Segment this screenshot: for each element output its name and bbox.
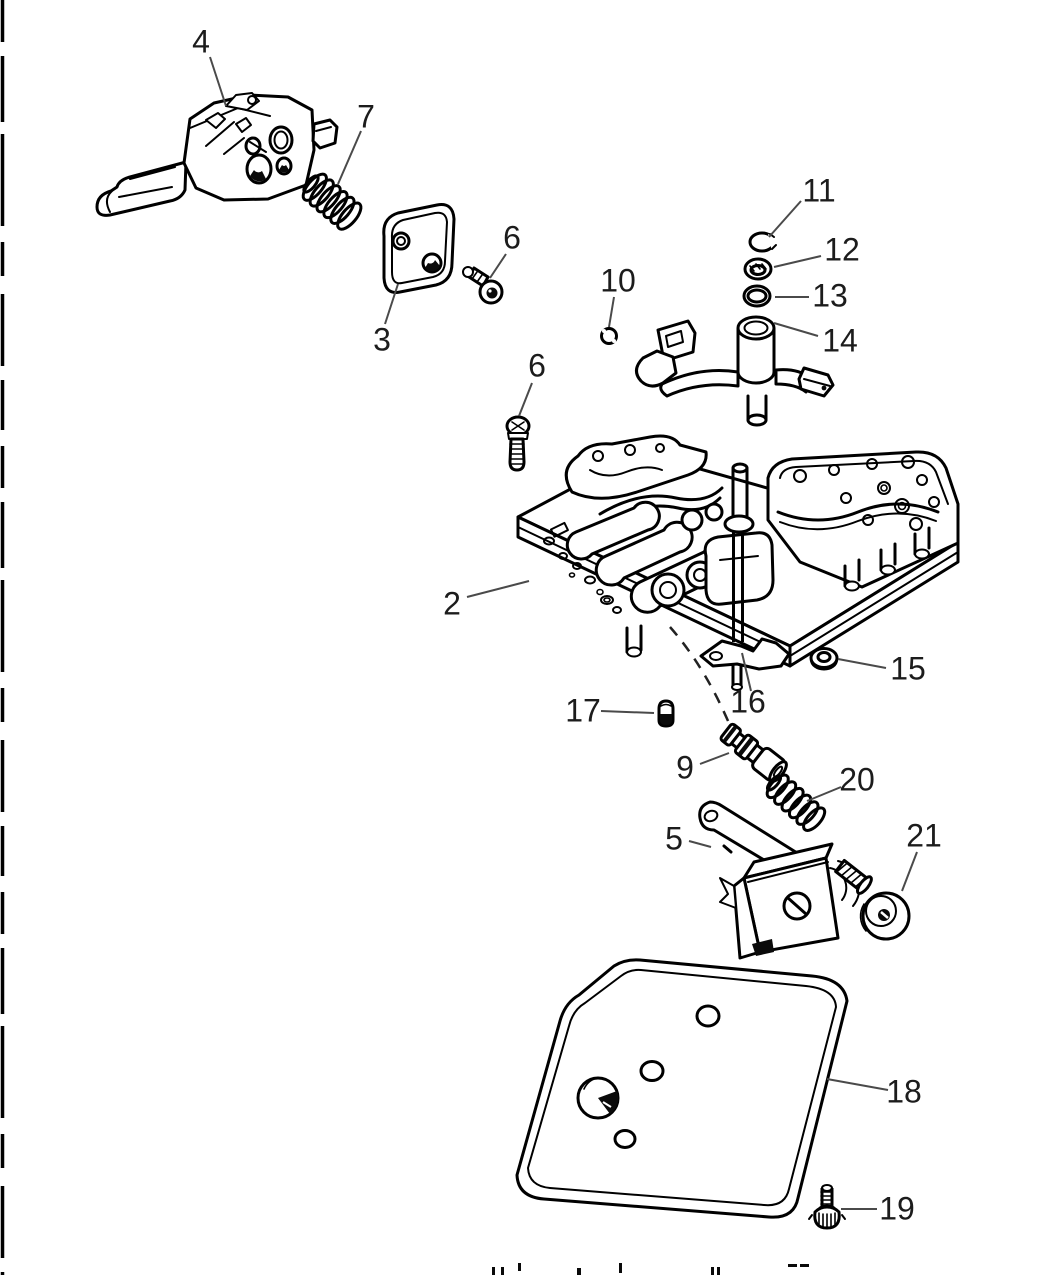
callout-13: 13: [812, 277, 848, 314]
callout-3: 3: [373, 321, 391, 358]
callout-6b: 6: [528, 347, 546, 384]
callout-20: 20: [839, 761, 875, 798]
callout-19: 19: [879, 1190, 915, 1227]
plug-with-lever-drawing: [635, 315, 835, 427]
callout-21: 21: [906, 817, 942, 854]
cover-plate-drawing: [382, 203, 456, 294]
washer-drawing: [809, 647, 839, 671]
cropped-glyphs: [492, 1263, 809, 1275]
bracket-drawing: [698, 800, 840, 960]
screw-short-drawing: [462, 266, 504, 305]
callout-9: 9: [676, 749, 694, 786]
stepped-valve-drawing: [719, 722, 788, 784]
assembly-dashed-line: [669, 626, 733, 729]
callout-10: 10: [600, 262, 636, 299]
coil-spring-upper-drawing: [301, 172, 363, 231]
callout-6a: 6: [503, 219, 521, 256]
callout-16: 16: [730, 683, 766, 720]
callout-7: 7: [357, 98, 375, 135]
screw-long-drawing: [505, 415, 531, 472]
callout-4: 4: [192, 23, 210, 60]
valve-body-drawing: [516, 434, 960, 668]
roller-stud-drawing: [829, 858, 911, 941]
callout-17: 17: [565, 692, 601, 729]
callout-5: 5: [665, 820, 683, 857]
callout-15: 15: [890, 650, 926, 687]
small-pin-drawing: [657, 699, 675, 728]
leader-lines: [209, 56, 918, 1210]
screw-head-down-drawing: [808, 1184, 846, 1230]
housing-assembly-drawing: [95, 92, 339, 217]
callout-2: 2: [443, 585, 461, 622]
callout-11: 11: [802, 172, 836, 209]
filter-plate-drawing: [515, 958, 849, 1219]
coil-spring-lower-drawing: [765, 773, 827, 832]
callout-18: 18: [886, 1073, 922, 1110]
seal-ring-dark-drawing: [742, 284, 772, 308]
shaft-lever-drawing: [699, 637, 791, 691]
callout-12: 12: [824, 231, 860, 268]
small-o-ring-drawing: [600, 327, 618, 345]
callout-14: 14: [822, 322, 858, 359]
seal-ring-drawing: [743, 257, 773, 281]
c-clip-drawing: [748, 231, 788, 253]
